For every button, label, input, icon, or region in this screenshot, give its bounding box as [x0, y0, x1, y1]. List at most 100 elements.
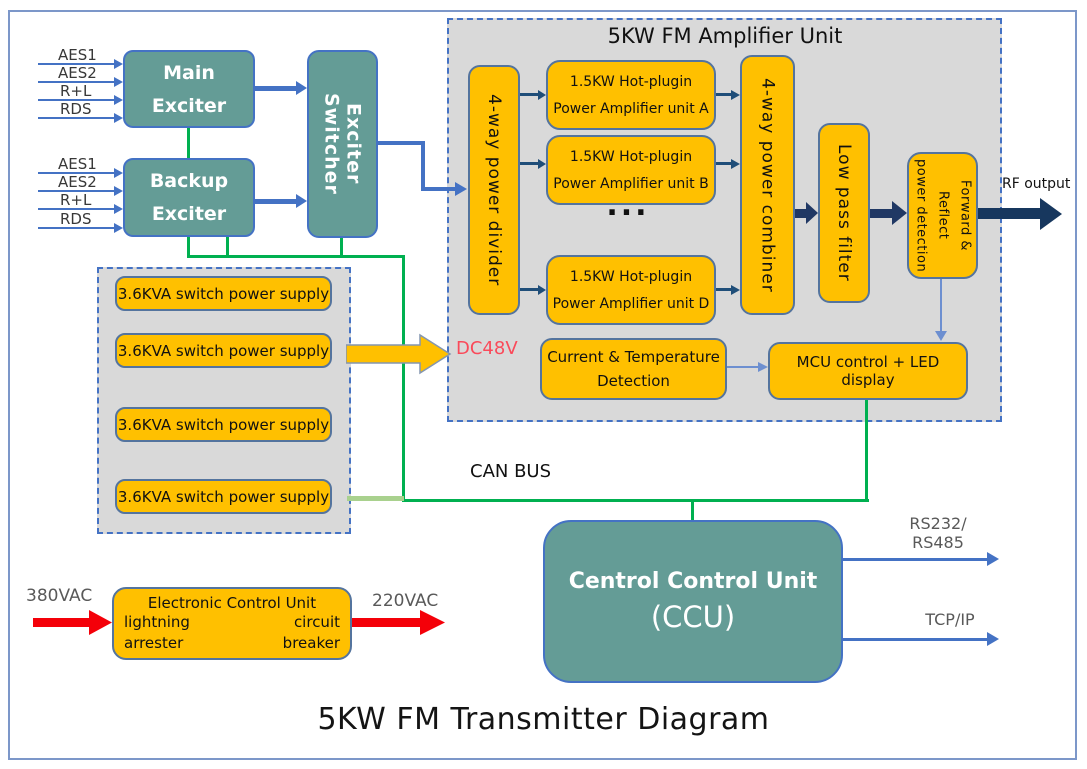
ecu-circuit-breaker-label: circuit breaker: [282, 613, 340, 652]
divider-to-unit-a-line: [520, 93, 538, 96]
switcher-out-line: [421, 187, 457, 191]
ellipsis-label: ...: [606, 188, 650, 223]
amp-unit-a-box: 1.5KW Hot-plugin Power Amplifier unit A: [546, 60, 716, 130]
exciter-switcher-box: Exciter Switcher: [307, 50, 378, 238]
current-temp-line2: Detection: [597, 372, 670, 390]
amp-unit-a-line1: 1.5KW Hot-plugin: [569, 73, 693, 90]
power-supply-label: 3.6KVA switch power supply: [117, 487, 330, 506]
arrowhead-icon: [987, 552, 999, 566]
input-line: [38, 172, 114, 174]
input-line: [38, 81, 114, 83]
green-bus-line: [187, 237, 190, 258]
power-supply-box-3: 3.6KVA switch power supply: [115, 407, 332, 442]
outer-border: [8, 10, 1077, 760]
amp-unit-a-line2: Power Amplifier unit A: [553, 100, 709, 117]
power-supply-label: 3.6KVA switch power supply: [117, 284, 330, 303]
arrowhead-icon: [1040, 198, 1062, 230]
switcher-out-line: [378, 141, 423, 145]
dc48v-arrow: [346, 333, 452, 375]
arrowhead-icon: [758, 362, 768, 372]
forward-reflect-label: Forward & Reflect power detection: [913, 158, 973, 273]
amp-unit-d-line1: 1.5KW Hot-plugin: [569, 268, 693, 285]
arrowhead-icon: [114, 77, 123, 87]
arrowhead-icon: [114, 186, 123, 196]
vac220-label: 220VAC: [372, 591, 439, 611]
switcher-out-line: [421, 141, 425, 191]
green-bus-line: [865, 400, 868, 502]
tcpip-line: [843, 638, 989, 641]
arrowhead-icon: [538, 90, 546, 100]
input-line: [38, 63, 114, 65]
divider-to-unit-b-line: [520, 162, 538, 165]
green-bus-line: [226, 237, 229, 258]
input-label-backup-aes2: AES2: [58, 173, 97, 191]
power-supply-box-4: 3.6KVA switch power supply: [115, 479, 332, 514]
amp-unit-b-line1: 1.5KW Hot-plugin: [569, 148, 693, 165]
arrowhead-icon: [987, 632, 999, 646]
diagram-title: 5KW FM Transmitter Diagram: [317, 702, 770, 737]
ccu-box: Centrol Control Unit (CCU): [543, 520, 843, 683]
input-line: [38, 117, 114, 119]
backup-exciter-label-1: Backup: [149, 169, 229, 192]
input-line: [38, 190, 114, 192]
power-supply-label: 3.6KVA switch power supply: [117, 415, 330, 434]
input-label-main-aes2: AES2: [58, 64, 97, 82]
input-line: [38, 208, 114, 210]
light-green-bus-line: [347, 496, 404, 501]
input-label-main-rl: R+L: [60, 82, 92, 100]
combiner-to-lpf-line: [795, 209, 808, 218]
input-label-backup-rl: R+L: [60, 191, 92, 209]
backup-exciter-label-2: Exciter: [151, 203, 227, 226]
lpf-to-detection-line: [870, 209, 894, 218]
detection-to-mcu-line: [940, 279, 942, 332]
unit-b-to-combiner-line: [716, 162, 732, 165]
power-combiner-label: 4-way power combiner: [757, 77, 778, 293]
ecu-title: Electronic Control Unit: [147, 594, 317, 612]
mains-output-arrow: [352, 610, 445, 635]
low-pass-filter-box: Low pass filter: [818, 123, 870, 303]
dc48v-label: DC48V: [456, 338, 518, 359]
arrowhead-icon: [731, 285, 740, 295]
input-label-main-aes1: AES1: [58, 46, 97, 64]
arrowhead-icon: [731, 159, 740, 169]
green-bus-line: [340, 238, 343, 258]
exciter-switcher-label: Exciter Switcher: [320, 93, 365, 195]
ccu-subtitle: (CCU): [650, 600, 736, 634]
mcu-box: MCU control + LED display: [768, 342, 968, 400]
current-temp-box: Current & Temperature Detection: [540, 338, 727, 400]
rs232-line: [843, 558, 989, 561]
green-bus-line: [402, 255, 405, 502]
divider-to-unit-d-line: [520, 288, 538, 291]
main-exciter-box: Main Exciter: [123, 50, 255, 128]
green-bus-line: [187, 255, 405, 258]
rf-output-arrow: [978, 208, 1042, 219]
power-divider-label: 4-way power divider: [484, 93, 504, 287]
power-supply-label: 3.6KVA switch power supply: [117, 341, 330, 360]
rs232-label: RS232/ RS485: [909, 514, 967, 552]
input-label-backup-rds: RDS: [60, 210, 92, 228]
input-label-main-rds: RDS: [60, 100, 92, 118]
main-to-switcher-line: [255, 86, 296, 91]
arrowhead-icon: [114, 168, 123, 178]
green-bus-line: [187, 128, 190, 158]
ecu-box: Electronic Control Unit lightning arrest…: [112, 587, 352, 660]
amp-unit-d-box: 1.5KW Hot-plugin Power Amplifier unit D: [546, 255, 716, 325]
ecu-lightning-arrester-label: lightning arrester: [124, 613, 190, 652]
unit-a-to-combiner-line: [716, 93, 732, 96]
forward-reflect-box: Forward & Reflect power detection: [907, 152, 978, 279]
vac380-label: 380VAC: [26, 586, 93, 606]
amplifier-unit-title: 5KW FM Amplifier Unit: [607, 24, 843, 48]
ccu-title: Centrol Control Unit: [568, 569, 818, 594]
mains-input-arrow: [33, 610, 112, 635]
mcu-label: MCU control + LED display: [796, 353, 940, 389]
arrowhead-icon: [114, 95, 123, 105]
arrowhead-icon: [538, 159, 546, 169]
current-temp-line1: Current & Temperature: [547, 348, 720, 366]
can-bus-line: [402, 499, 869, 502]
arrowhead-icon: [731, 90, 740, 100]
backup-to-switcher-line: [255, 199, 296, 204]
arrowhead-icon: [296, 81, 307, 95]
power-divider-box: 4-way power divider: [468, 65, 520, 315]
arrowhead-icon: [114, 223, 123, 233]
